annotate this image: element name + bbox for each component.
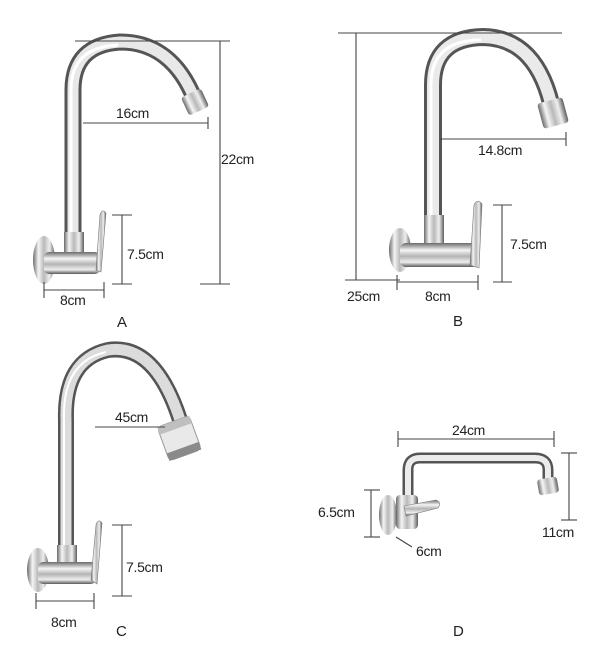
dim-hose-c: 45cm — [115, 409, 148, 425]
faucet-c-image — [27, 341, 202, 592]
faucet-a-image — [33, 33, 209, 284]
panel-label-b: B — [453, 313, 463, 330]
faucet-d-image — [379, 452, 559, 535]
dim-handle-a: 7.5cm — [127, 246, 164, 262]
measure-line-base — [395, 536, 413, 548]
faucet-b-image — [389, 27, 569, 272]
panel-c: 45cm 7.5cm 8cm C — [27, 341, 202, 640]
dim-base-d: 6cm — [416, 543, 442, 559]
panel-a: 16cm 22cm 7.5cm 8cm A — [33, 33, 254, 331]
dim-reach-b: 14.8cm — [478, 142, 522, 158]
dim-reach-d: 24cm — [452, 422, 485, 438]
dim-handle-c: 7.5cm — [126, 559, 163, 575]
dim-base-c: 8cm — [51, 614, 77, 630]
dim-height-a: 22cm — [221, 151, 254, 167]
panel-label-c: C — [116, 623, 127, 640]
panel-label-a: A — [117, 314, 127, 331]
dim-height-b: 25cm — [347, 288, 380, 304]
panel-d: 24cm 6.5cm 11cm 6cm D — [318, 422, 577, 640]
dim-height-d: 6.5cm — [318, 504, 355, 520]
dim-base-a: 8cm — [60, 292, 86, 308]
dim-reach-a: 16cm — [116, 105, 149, 121]
dim-base-b: 8cm — [425, 288, 451, 304]
dim-drop-d: 11cm — [542, 524, 574, 540]
panel-label-d: D — [453, 623, 464, 640]
panel-b: 25cm 14.8cm 7.5cm 8cm B — [338, 27, 569, 330]
dim-handle-b: 7.5cm — [510, 236, 547, 252]
